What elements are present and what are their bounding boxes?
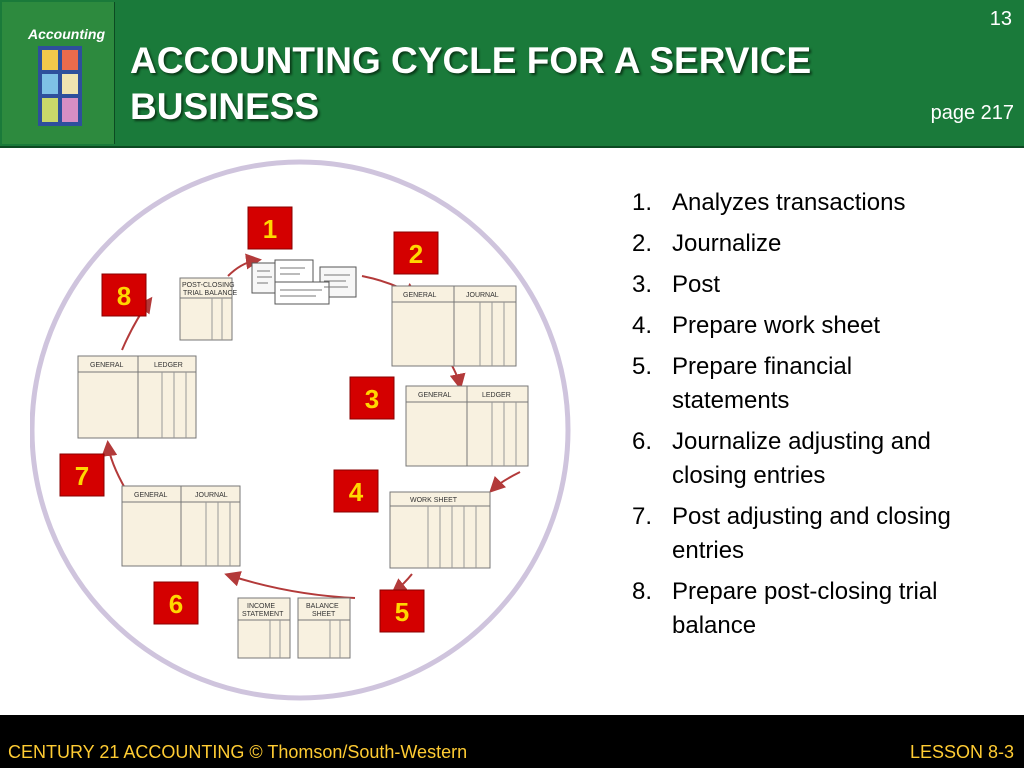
balance-sheet-form: BALANCE SHEET — [297, 597, 351, 659]
list-item: 5.Prepare financial statements — [632, 353, 853, 414]
list-item: 2.Journalize — [632, 230, 782, 257]
form-label-ledger: LEDGER — [154, 362, 183, 369]
svg-text:5: 5 — [395, 597, 409, 627]
form-label-post-closing: POST-CLOSING — [182, 282, 235, 289]
arrow-6-to-7 — [101, 440, 127, 491]
general-ledger-form-right: GENERAL LEDGER — [405, 385, 529, 467]
form-label-statement: STATEMENT — [242, 611, 284, 618]
form-label-balance: BALANCE — [306, 603, 339, 610]
arrow-5-to-6 — [224, 571, 356, 599]
step-badge-8: 8 — [101, 273, 147, 317]
form-label-sheet: SHEET — [312, 611, 336, 618]
svg-text:6: 6 — [169, 589, 183, 619]
footer-lesson: LESSON 8-3 — [909, 742, 1014, 762]
slide-header: Accounting ACCOUNTING CYCLE FOR A SERVIC… — [0, 0, 1024, 148]
accounting-cycle-diagram: GENERAL JOURNAL GENERAL LEDGER WORK SHEE… — [30, 159, 571, 701]
form-label-work-sheet: WORK SHEET — [410, 497, 458, 504]
step-badge-1: 1 — [247, 206, 293, 250]
general-journal-form-top: GENERAL JOURNAL — [391, 285, 517, 367]
footer-copyright: CENTURY 21 ACCOUNTING © Thomson/South-We… — [8, 742, 468, 762]
step-badge-4: 4 — [333, 469, 379, 513]
form-label-ledger: LEDGER — [482, 392, 511, 399]
page-reference: page 217 — [930, 102, 1014, 124]
post-closing-trial-balance-form: POST-CLOSING TRIAL BALANCE — [179, 277, 238, 341]
svg-text:2: 2 — [409, 239, 423, 269]
source-documents-illustration — [251, 259, 357, 305]
slide-footer: CENTURY 21 ACCOUNTING © Thomson/South-We… — [0, 715, 1024, 768]
work-sheet-form: WORK SHEET — [389, 491, 491, 569]
slide-title-line-2: BUSINESS — [130, 86, 320, 127]
form-label-journal: JOURNAL — [466, 292, 499, 299]
general-ledger-form-left: GENERAL LEDGER — [77, 355, 197, 439]
arrow-7-to-8 — [121, 296, 153, 351]
svg-text:8: 8 — [117, 281, 131, 311]
list-item: 4.Prepare work sheet — [632, 312, 881, 339]
slide-title-line-1: ACCOUNTING CYCLE FOR A SERVICE — [130, 40, 812, 81]
income-statement-form: INCOME STATEMENT — [237, 597, 291, 659]
step-badge-2: 2 — [393, 231, 439, 275]
slide-title: ACCOUNTING CYCLE FOR A SERVICE BUSINESS — [130, 38, 890, 130]
svg-text:7: 7 — [75, 461, 89, 491]
form-label-trial-balance: TRIAL BALANCE — [183, 290, 238, 297]
general-journal-form-bottom: GENERAL JOURNAL — [121, 485, 241, 567]
form-label-general: GENERAL — [90, 362, 124, 369]
slide-number: 13 — [989, 8, 1012, 30]
step-badge-5: 5 — [379, 589, 425, 633]
list-item: 6.Journalize adjusting and closing entri… — [632, 428, 931, 489]
form-label-general: GENERAL — [134, 492, 168, 499]
step-badge-3: 3 — [349, 376, 395, 420]
svg-text:1: 1 — [263, 214, 277, 244]
cover-title: Accounting — [28, 26, 105, 42]
step-badge-7: 7 — [59, 453, 105, 497]
arrow-4-to-5 — [390, 573, 413, 595]
form-label-journal: JOURNAL — [195, 492, 228, 499]
svg-text:3: 3 — [365, 384, 379, 414]
list-item: 7.Post adjusting and closing entries — [632, 503, 951, 564]
arrow-8-to-1 — [227, 253, 262, 277]
cover-window-illustration — [38, 46, 82, 126]
list-item: 3.Post — [632, 271, 721, 298]
textbook-cover-image: Accounting — [2, 2, 115, 144]
form-label-general: GENERAL — [418, 392, 452, 399]
list-item: 8.Prepare post-closing trial balance — [632, 578, 938, 639]
arrow-3-to-4 — [489, 471, 521, 493]
svg-text:4: 4 — [349, 477, 364, 507]
cycle-ring — [30, 159, 571, 701]
step-badge-6: 6 — [153, 581, 199, 625]
accounting-cycle-steps-list: 1.Analyzes transactions 2.Journalize 3.P… — [632, 186, 992, 650]
form-label-income: INCOME — [247, 603, 275, 610]
form-label-general: GENERAL — [403, 292, 437, 299]
list-item: 1.Analyzes transactions — [632, 189, 906, 216]
